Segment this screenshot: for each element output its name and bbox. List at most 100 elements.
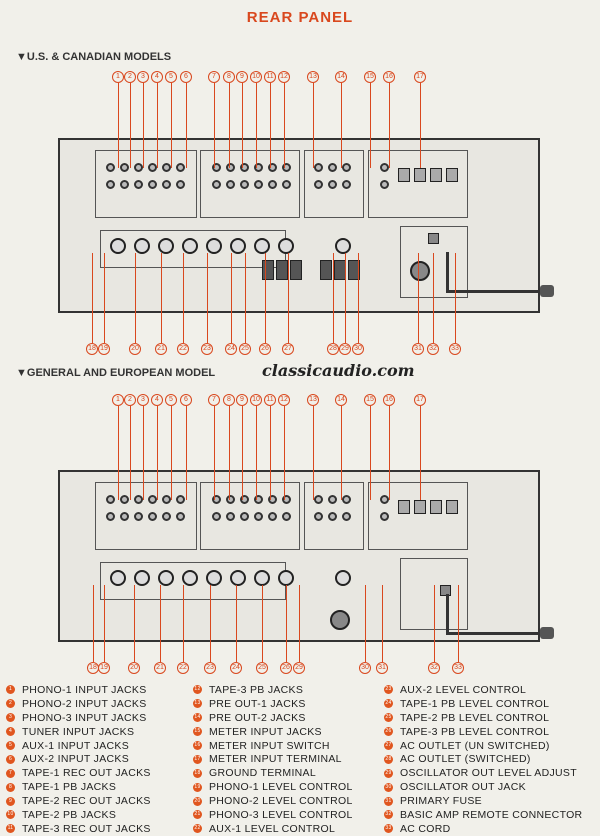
callout-number: 27 bbox=[282, 343, 294, 355]
callout-number: 22 bbox=[177, 662, 189, 674]
callout-number: 26 bbox=[280, 662, 292, 674]
legend-label: AUX-1 LEVEL CONTROL bbox=[209, 822, 336, 835]
rca-jack-icon bbox=[120, 163, 129, 172]
rca-jack-icon bbox=[134, 180, 143, 189]
callout-line bbox=[231, 253, 232, 343]
number-bullet-icon: 10 bbox=[6, 810, 15, 820]
number-bullet-icon: 16 bbox=[193, 741, 202, 750]
number-bullet-icon: 26 bbox=[384, 727, 393, 737]
callout-number: 7 bbox=[208, 394, 220, 406]
rca-jack-icon bbox=[254, 512, 263, 521]
callout-line bbox=[455, 253, 456, 343]
legend-label: TAPE-3 PB LEVEL CONTROL bbox=[400, 725, 550, 738]
rca-jack-icon bbox=[328, 495, 337, 504]
number-bullet-icon: 9 bbox=[6, 796, 15, 806]
callout-line bbox=[118, 406, 119, 500]
legend-label: TAPE-3 REC OUT JACKS bbox=[22, 822, 151, 835]
callout-number: 2 bbox=[124, 394, 136, 406]
rca-jack-icon bbox=[226, 495, 235, 504]
callout-line bbox=[313, 406, 314, 500]
callout-line bbox=[333, 253, 334, 343]
legend-label: OSCILLATOR OUT LEVEL ADJUST bbox=[400, 767, 577, 780]
level-knob-icon bbox=[206, 238, 222, 254]
legend-label: PHONO-1 INPUT JACKS bbox=[22, 683, 147, 696]
number-bullet-icon: 8 bbox=[6, 782, 15, 792]
callout-line bbox=[358, 253, 359, 343]
legend-label: OSCILLATOR OUT JACK bbox=[400, 781, 526, 794]
rca-jack-icon bbox=[328, 512, 337, 521]
pre-out-jack-block bbox=[304, 482, 364, 550]
rca-jack-icon bbox=[380, 180, 389, 189]
callout-number: 4 bbox=[151, 71, 163, 83]
rca-jack-icon bbox=[380, 163, 389, 172]
callout-line bbox=[157, 83, 158, 168]
level-knob-icon bbox=[254, 570, 270, 586]
callout-number: 15 bbox=[364, 394, 376, 406]
rca-jack-icon bbox=[212, 512, 221, 521]
section-heading-us: ▼U.S. & CANADIAN MODELS bbox=[16, 51, 172, 63]
input-jack-block bbox=[95, 150, 197, 218]
number-bullet-icon: 12 bbox=[193, 685, 202, 695]
level-knob-icon bbox=[182, 570, 198, 586]
callout-line bbox=[207, 253, 208, 343]
rca-jack-icon bbox=[134, 512, 143, 521]
callout-number: 17 bbox=[414, 71, 426, 83]
legend-label: PHONO-3 LEVEL CONTROL bbox=[209, 808, 353, 821]
ac-outlet-icon bbox=[276, 260, 288, 280]
number-bullet-icon: 18 bbox=[193, 768, 202, 778]
callout-number: 18 bbox=[86, 343, 98, 355]
ac-outlet-icon bbox=[320, 260, 332, 280]
rca-jack-icon bbox=[106, 512, 115, 521]
callout-number: 13 bbox=[307, 71, 319, 83]
meter-input-block bbox=[368, 482, 468, 550]
callout-number: 28 bbox=[327, 343, 339, 355]
level-knob-icon bbox=[158, 238, 174, 254]
rca-jack-icon bbox=[120, 512, 129, 521]
callout-number: 29 bbox=[339, 343, 351, 355]
legend-label: PHONO-1 LEVEL CONTROL bbox=[209, 781, 353, 794]
callout-line bbox=[341, 406, 342, 500]
callout-line bbox=[229, 406, 230, 500]
rca-jack-icon bbox=[282, 180, 291, 189]
callout-number: 20 bbox=[128, 662, 140, 674]
rca-jack-icon bbox=[212, 495, 221, 504]
level-knob-icon bbox=[110, 238, 126, 254]
callout-line bbox=[256, 406, 257, 500]
rca-jack-icon bbox=[342, 180, 351, 189]
callout-line bbox=[118, 83, 119, 168]
rca-jack-icon bbox=[148, 180, 157, 189]
fuse-icon bbox=[330, 610, 350, 630]
rca-jack-icon bbox=[282, 495, 291, 504]
callout-line bbox=[130, 406, 131, 500]
number-bullet-icon: 13 bbox=[193, 699, 202, 709]
watermark: classicaudio.com bbox=[262, 361, 415, 380]
rca-jack-icon bbox=[226, 512, 235, 521]
callout-number: 16 bbox=[383, 71, 395, 83]
rca-jack-icon bbox=[268, 163, 277, 172]
rca-jack-icon bbox=[240, 512, 249, 521]
callout-line bbox=[134, 585, 135, 662]
callout-number: 1 bbox=[112, 394, 124, 406]
rca-jack-icon bbox=[314, 163, 323, 172]
callout-line bbox=[458, 585, 459, 662]
rca-jack-icon bbox=[120, 495, 129, 504]
callout-line bbox=[418, 253, 419, 343]
callout-number: 9 bbox=[236, 394, 248, 406]
oscillator-level-knob-icon bbox=[335, 238, 351, 254]
callout-line bbox=[160, 585, 161, 662]
callout-line bbox=[288, 253, 289, 343]
tape-jack-block bbox=[200, 150, 300, 218]
number-bullet-icon: 25 bbox=[384, 713, 393, 723]
rca-jack-icon bbox=[268, 180, 277, 189]
legend-label: PRIMARY FUSE bbox=[400, 795, 482, 808]
legend-label: AC CORD bbox=[400, 822, 451, 835]
